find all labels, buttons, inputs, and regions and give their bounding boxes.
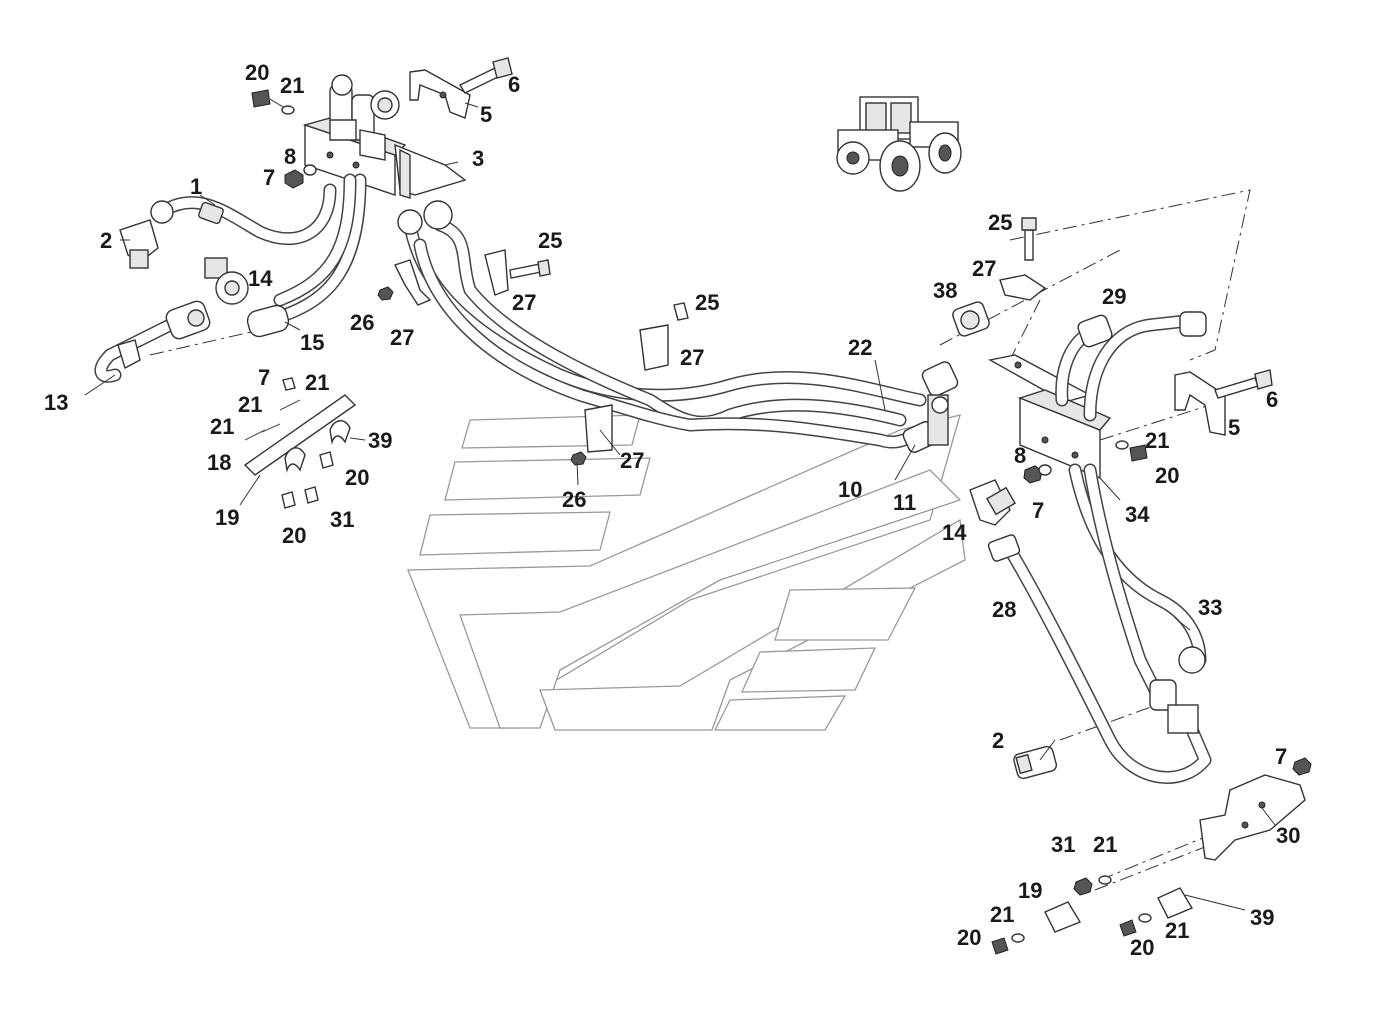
pipes-29-33 (1055, 311, 1207, 711)
callout-14: 14 (248, 266, 273, 291)
callout-39: 39 (368, 428, 392, 453)
callout-20: 20 (1155, 463, 1179, 488)
nut-7-washer-8-top (284, 164, 317, 189)
callout-11: 11 (893, 490, 916, 515)
callout-3: 3 (472, 146, 484, 171)
callout-21: 21 (210, 414, 234, 439)
clamp-assembly-right (991, 757, 1312, 955)
callout-25: 25 (988, 210, 1012, 235)
callout-2: 2 (992, 728, 1004, 753)
callout-14: 14 (942, 520, 967, 545)
hose-1 (150, 183, 337, 246)
elbow-2-left (119, 219, 159, 269)
callout-21: 21 (238, 392, 262, 417)
nuts-26 (377, 286, 587, 466)
callout-21: 21 (280, 73, 304, 98)
callout-20: 20 (1130, 935, 1154, 960)
callout-13: 13 (44, 390, 68, 415)
chassis-outline (407, 414, 966, 731)
callout-7: 7 (258, 365, 270, 390)
callout-19: 19 (1018, 878, 1042, 903)
callout-27: 27 (512, 290, 536, 315)
callout-labels: 20 21 6 5 8 7 3 1 2 14 13 15 25 27 26 27… (44, 60, 1300, 960)
callout-10: 10 (838, 477, 862, 502)
clamp-assembly-left (243, 377, 357, 509)
callout-20: 20 (345, 465, 369, 490)
bracket-3 (394, 143, 467, 199)
hose-15 (246, 173, 367, 338)
leader-lines (84, 102, 1276, 911)
callout-6: 6 (508, 72, 520, 97)
callout-34: 34 (1125, 502, 1150, 527)
fittings-top-manifold (329, 74, 400, 161)
callout-31: 31 (330, 507, 354, 532)
callout-1: 1 (190, 174, 202, 199)
callout-26: 26 (562, 487, 586, 512)
callout-33: 33 (1198, 595, 1222, 620)
callout-28: 28 (992, 597, 1016, 622)
callout-38: 38 (933, 278, 957, 303)
callout-27: 27 (680, 345, 704, 370)
callout-20: 20 (245, 60, 269, 85)
bracket-5-right (1174, 371, 1226, 436)
pipe-22-long (397, 200, 927, 449)
callout-19: 19 (215, 505, 239, 530)
callout-26: 26 (350, 310, 374, 335)
callout-21: 21 (1165, 918, 1189, 943)
callout-21: 21 (1145, 428, 1169, 453)
callout-7: 7 (263, 165, 275, 190)
callout-2: 2 (100, 228, 112, 253)
fitting-2-right (1013, 745, 1058, 780)
elbow-14-right (969, 479, 1016, 526)
callout-7: 7 (1032, 498, 1044, 523)
bolt-6-top (458, 57, 513, 94)
callout-7: 7 (1275, 744, 1287, 769)
callout-27: 27 (620, 448, 644, 473)
callout-21: 21 (1093, 832, 1117, 857)
callout-8: 8 (284, 144, 296, 169)
callout-25: 25 (695, 290, 719, 315)
callout-20: 20 (282, 523, 306, 548)
callout-21: 21 (990, 902, 1014, 927)
callout-5: 5 (480, 102, 492, 127)
callout-29: 29 (1102, 284, 1126, 309)
screw-20-washer-21-right (1115, 440, 1148, 462)
screw-20-washer-21-top (251, 89, 295, 115)
callout-25: 25 (538, 228, 562, 253)
callout-22: 22 (848, 335, 872, 360)
callout-27: 27 (972, 256, 996, 281)
callout-30: 30 (1276, 823, 1300, 848)
fittings-10-11 (902, 361, 959, 453)
clamps-27 (394, 249, 1047, 453)
callout-39: 39 (1250, 905, 1274, 930)
callout-27: 27 (390, 325, 414, 350)
tractor-icon (836, 96, 962, 192)
callout-31: 31 (1051, 832, 1075, 857)
bolt-6-right (1214, 369, 1273, 399)
fitting-38 (952, 301, 990, 337)
elbow-14-left (204, 257, 249, 305)
pipe-13 (94, 300, 211, 383)
callout-6: 6 (1266, 387, 1278, 412)
callout-15: 15 (300, 330, 324, 355)
reference-lines (149, 189, 1251, 891)
bolts-25 (509, 217, 1037, 321)
bracket-5-top (409, 69, 471, 119)
callout-20: 20 (957, 925, 981, 950)
hose-28 (987, 534, 1212, 784)
callout-18: 18 (207, 450, 231, 475)
nut-7-washer-8-right (1023, 464, 1052, 484)
callout-5: 5 (1228, 415, 1240, 440)
callout-21: 21 (305, 370, 329, 395)
callout-8: 8 (1014, 443, 1026, 468)
